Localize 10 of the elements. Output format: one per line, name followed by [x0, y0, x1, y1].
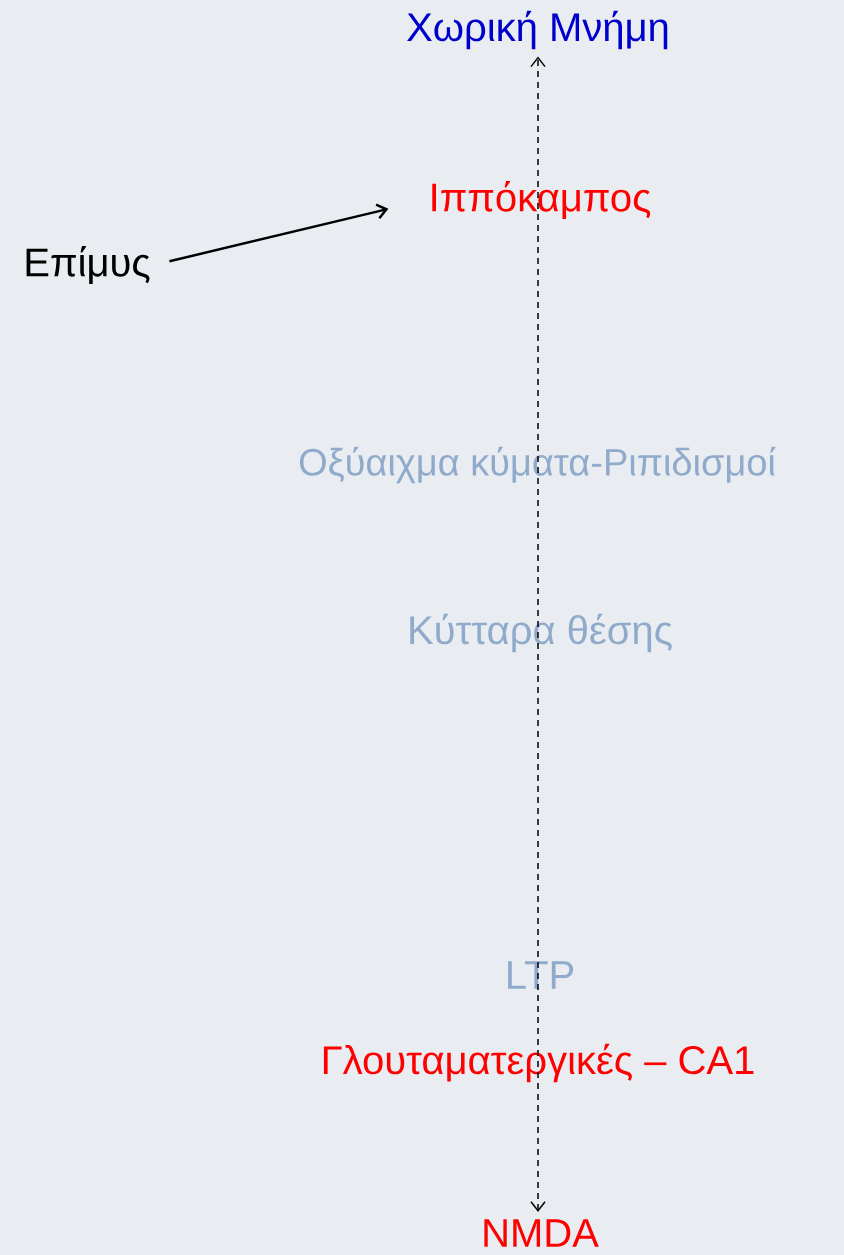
faint-label: Κύτταρα θέσης: [410, 613, 672, 653]
node-label: Ιππόκαμπος: [432, 181, 651, 219]
heading-text: Χωρική Μνήμη: [407, 10, 668, 50]
arrow: [530, 56, 546, 1213]
node-label: Επίμυς: [26, 246, 150, 284]
node-label: Γλουταματεργικές – CA1: [323, 1043, 754, 1083]
arrow: [169, 203, 389, 263]
faint-label: Οξύαιχμα κύματα-Ριπιδισμοί: [299, 446, 776, 484]
faint-label: LTP: [508, 961, 574, 989]
node-label: NMDA: [484, 1219, 599, 1247]
